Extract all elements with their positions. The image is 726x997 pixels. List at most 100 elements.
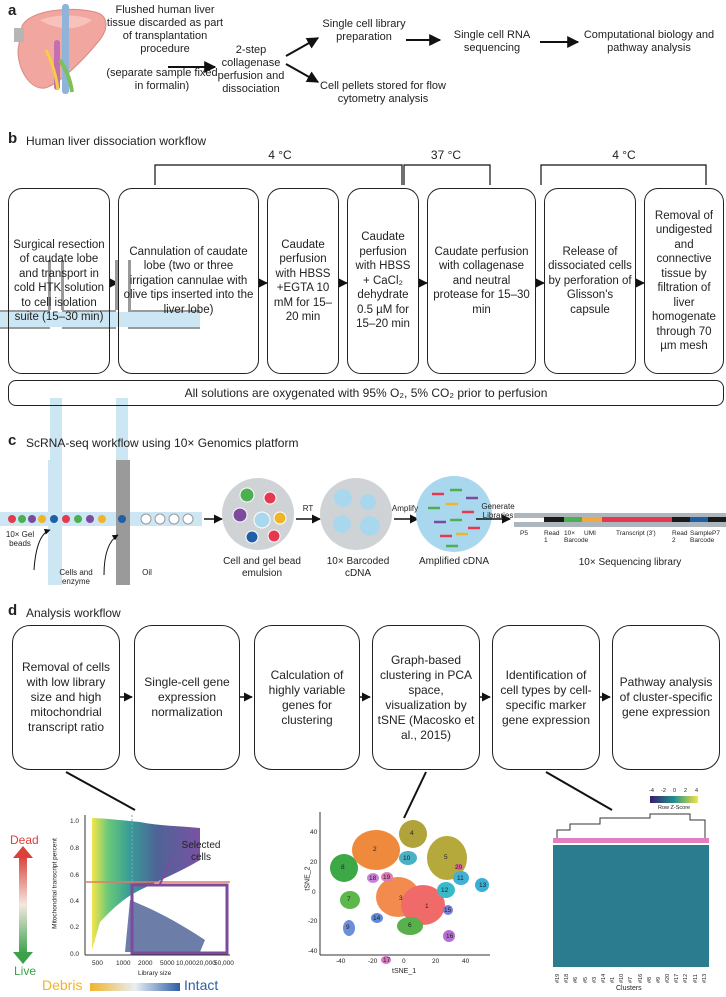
live-label: Live [14, 964, 37, 978]
generate-label: Generate Libraries [481, 502, 515, 520]
debris-label: Debris [42, 977, 83, 993]
cells-enzyme-label: Cells and enzyme [59, 568, 93, 586]
library-prep-text: Single cell library preparation [322, 18, 406, 43]
panel-c-title: ScRNA-seq workflow using 10× Genomics pl… [26, 436, 299, 450]
liver-illustration [14, 4, 107, 94]
qc-xtick-3: 5000 [160, 960, 175, 967]
tsne-ylabel: tSNE_2 [304, 866, 312, 891]
segment-transcript: Transcript (3') [616, 530, 656, 537]
cluster-label-4: 4 [410, 830, 414, 837]
oxygenation-footnote: All solutions are oxygenated with 95% O₂… [8, 380, 724, 406]
segment-sample-barcode: Sample Barcode [690, 530, 715, 544]
analysis-step-clustering: Graph-based clustering in PCA space, vis… [372, 625, 480, 770]
heatmap-legend-tick-0: -4 [649, 788, 654, 794]
qc-xtick-2: 2000 [138, 960, 153, 967]
gel-beads-label: 10× Gel beads [5, 530, 35, 548]
cluster-label-6: 6 [408, 922, 412, 929]
sequencing-library-bar [514, 513, 726, 527]
qc-xtick-4: 10,000 [176, 960, 196, 967]
cluster-label-17: 17 [383, 957, 391, 964]
cluster-label-11: 11 [457, 875, 464, 882]
heatmap-column-label: #13 [701, 973, 708, 983]
panel-c-label: c [8, 432, 17, 449]
heatmap-column-label: #20 [665, 973, 672, 983]
heatmap-legend-tick-1: -2 [661, 788, 666, 794]
heatmap-legend-title: Row Z-Score [658, 805, 691, 811]
heatmap-legend-tick-4: 4 [695, 788, 699, 794]
barcoded-label: 10× Barcoded cDNA [326, 556, 390, 579]
qc-ytick-3: 0.6 [70, 872, 80, 879]
heatmap-column-label: #9 [655, 976, 662, 983]
qc-ytick-1: 0.2 [70, 924, 80, 931]
segment-p7: P7 [712, 530, 720, 537]
selected-cells-label: Selected cells [181, 840, 221, 863]
qc-xtick-1: 1000 [116, 960, 131, 967]
qc-scatter-plot [84, 815, 230, 956]
heatmap-column-label: #7 [628, 976, 635, 983]
heatmap-column-label: #19 [555, 973, 561, 983]
sequencing-text: Single cell RNA sequencing [453, 29, 531, 54]
analysis-step-pathway: Pathway analysis of cluster-specific gen… [612, 625, 720, 770]
temp-label-2: 37 °C [430, 148, 462, 162]
qc-ytick-0: 0.0 [70, 951, 80, 958]
analysis-step-qc: Removal of cells with low library size a… [12, 625, 120, 770]
qc-ytick-2: 0.4 [70, 898, 80, 905]
analysis-step-cell-types: Identification of cell types by cell-spe… [492, 625, 600, 770]
library-caption: 10× Sequencing library [578, 557, 682, 568]
cluster-label-18: 18 [369, 875, 377, 882]
cluster-label-14: 14 [373, 915, 381, 922]
segment-10x-barcode: 10× Barcode [564, 530, 589, 544]
heatmap-column-label: #3 [591, 976, 598, 983]
heatmap-legend-tick-2: 0 [673, 788, 677, 794]
heatmap-legend-tick-3: 2 [684, 788, 688, 794]
cluster-label-16: 16 [446, 933, 454, 940]
heatmap-column-label: #5 [582, 976, 589, 983]
heatmap-column-label: #10 [619, 973, 626, 983]
analysis-step-normalization: Single-cell gene expression normalizatio… [134, 625, 240, 770]
intact-label: Intact [184, 977, 219, 993]
panel-d-title: Analysis workflow [26, 606, 121, 620]
cluster-label-19: 19 [383, 874, 391, 881]
cluster-label-5: 5 [444, 854, 448, 861]
workflow-step-cannulation: Cannulation of caudate lobe (two or thre… [118, 188, 259, 374]
tsne-ytick-3: 20 [310, 859, 318, 866]
cluster-label-10: 10 [403, 855, 411, 862]
tsne-ytick-1: -20 [308, 918, 318, 925]
tsne-ytick-2: 0 [312, 889, 316, 896]
tsne-xtick-3: 20 [432, 958, 440, 965]
tsne-xlabel: tSNE_1 [392, 968, 417, 975]
heatmap-column-label: #8 [646, 976, 653, 983]
qc-ytick-4: 0.8 [70, 845, 80, 852]
cluster-label-8: 8 [341, 864, 345, 871]
dissociation-text: 2-step collagenase perfusion and dissoci… [217, 44, 285, 95]
rt-label: RT [302, 504, 314, 513]
amplify-label: Amplify [391, 504, 419, 513]
microfluidic-chip [0, 260, 200, 543]
heatmap-column-labels: #19#18#6#5#3#14#1#10#7#16#8#9#20#17#12#1… [553, 969, 709, 985]
tsne-xtick-0: -40 [336, 958, 346, 965]
workflow-step-release: Release of dissociated cells by perforat… [544, 188, 636, 374]
heatmap-xlabel: Clusters [616, 985, 642, 992]
segment-umi: UMI [584, 530, 596, 537]
workflow-step-egta-perfusion: Caudate perfusion with HBSS +EGTA 10 mM … [267, 188, 339, 374]
qc-xtick-0: 500 [92, 960, 103, 967]
workflow-step-filtration: Removal of undigested and connective tis… [644, 188, 724, 374]
cluster-label-15: 15 [444, 907, 452, 914]
qc-ytick-5: 1.0 [70, 818, 80, 825]
qc-ylabel: Mitochondrial transcript percent [51, 838, 59, 929]
emulsion-label: Cell and gel bead emulsion [223, 556, 301, 579]
tsne-xtick-1: -20 [368, 958, 378, 965]
segment-read2: Read 2 [672, 530, 688, 544]
tsne-plot [319, 812, 490, 964]
qc-xlabel: Library size [138, 970, 172, 977]
temp-label-3: 4 °C [612, 148, 636, 162]
heatmap-column-label: #17 [674, 973, 681, 983]
pellets-text: Cell pellets stored for flow cytometry a… [320, 80, 446, 105]
workflow-step-collagenase: Caudate perfusion with collagenase and n… [427, 188, 536, 374]
cluster-label-2: 2 [373, 846, 377, 853]
formalin-text: (separate sample fixed in formalin) [106, 67, 218, 92]
temp-label-1: 4 °C [268, 148, 292, 162]
dead-label: Dead [10, 833, 39, 847]
